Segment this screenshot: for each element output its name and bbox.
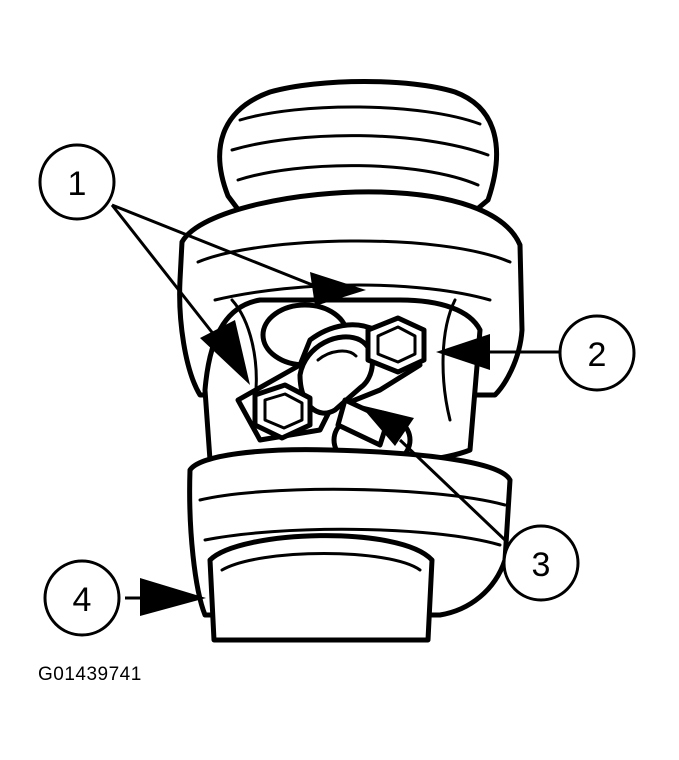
arrow-3 xyxy=(360,405,414,446)
callout-3-label: 3 xyxy=(532,546,551,584)
callout-4-label: 4 xyxy=(73,581,92,619)
lower-shaft xyxy=(207,533,435,643)
arrow-4 xyxy=(140,578,206,616)
bolt-head-left xyxy=(252,382,313,441)
callout-4: 4 xyxy=(43,559,121,637)
bolt-head-right xyxy=(365,315,427,375)
callout-1-label: 1 xyxy=(68,165,87,203)
boot xyxy=(217,79,500,218)
callout-2-label: 2 xyxy=(588,336,607,374)
callout-1: 1 xyxy=(38,143,116,221)
reference-code: G01439741 xyxy=(38,664,142,685)
callout-3: 3 xyxy=(502,524,580,602)
arrow-1b xyxy=(200,320,250,385)
callout-2: 2 xyxy=(558,314,636,392)
arrow-2 xyxy=(436,334,490,370)
arrowheads xyxy=(140,272,490,616)
arrow-1a xyxy=(310,272,366,306)
